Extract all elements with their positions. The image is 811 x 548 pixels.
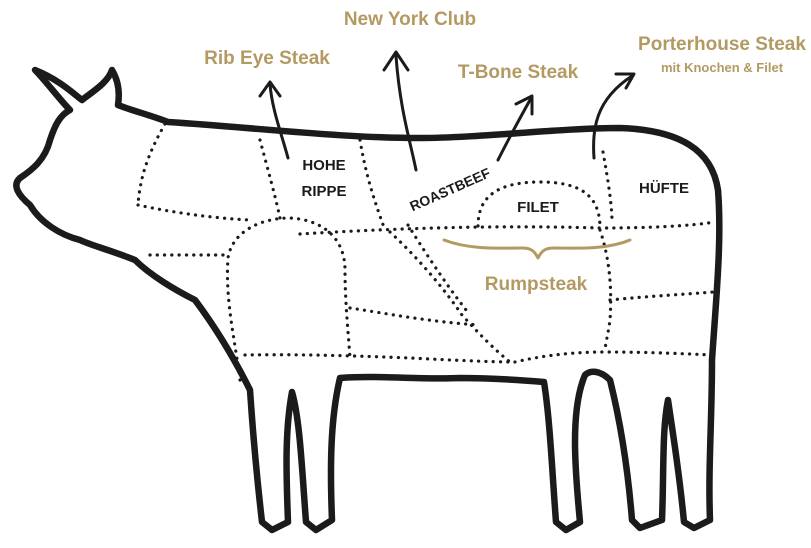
- cut-belly-horizontal: [350, 308, 480, 325]
- porterhouse-label: Porterhouse Steak: [638, 34, 806, 55]
- new-york-arrow: [396, 56, 416, 170]
- hohe-rippe-label-1: HOHE: [302, 157, 345, 174]
- hohe-rippe-label-2: RIPPE: [301, 183, 346, 200]
- cut-diagonal-1: [390, 232, 510, 362]
- cut-diagonal-2: [408, 225, 470, 315]
- rumpsteak-label: Rumpsteak: [485, 274, 588, 295]
- cut-mid-horizontal: [300, 222, 715, 234]
- cut-brisket-top: [138, 205, 250, 220]
- cut-huefte-top: [603, 152, 612, 222]
- cut-bottom-line: [245, 352, 712, 362]
- porterhouse-sub-label: mit Knochen & Filet: [661, 60, 784, 75]
- cut-neck-front: [138, 124, 165, 205]
- cow-outline: [16, 70, 719, 530]
- cut-flank-horizontal: [610, 292, 713, 300]
- t-bone-label: T-Bone Steak: [458, 62, 579, 83]
- cut-rib-right: [360, 140, 385, 230]
- new-york-label: New York Club: [344, 9, 476, 30]
- cut-rib-left: [260, 140, 280, 218]
- huefte-label: HÜFTE: [639, 180, 689, 197]
- rumpsteak-brace: [444, 240, 630, 258]
- rib-eye-label: Rib Eye Steak: [204, 48, 330, 69]
- roastbeef-label: ROASTBEEF: [407, 164, 493, 214]
- filet-label: FILET: [517, 199, 559, 216]
